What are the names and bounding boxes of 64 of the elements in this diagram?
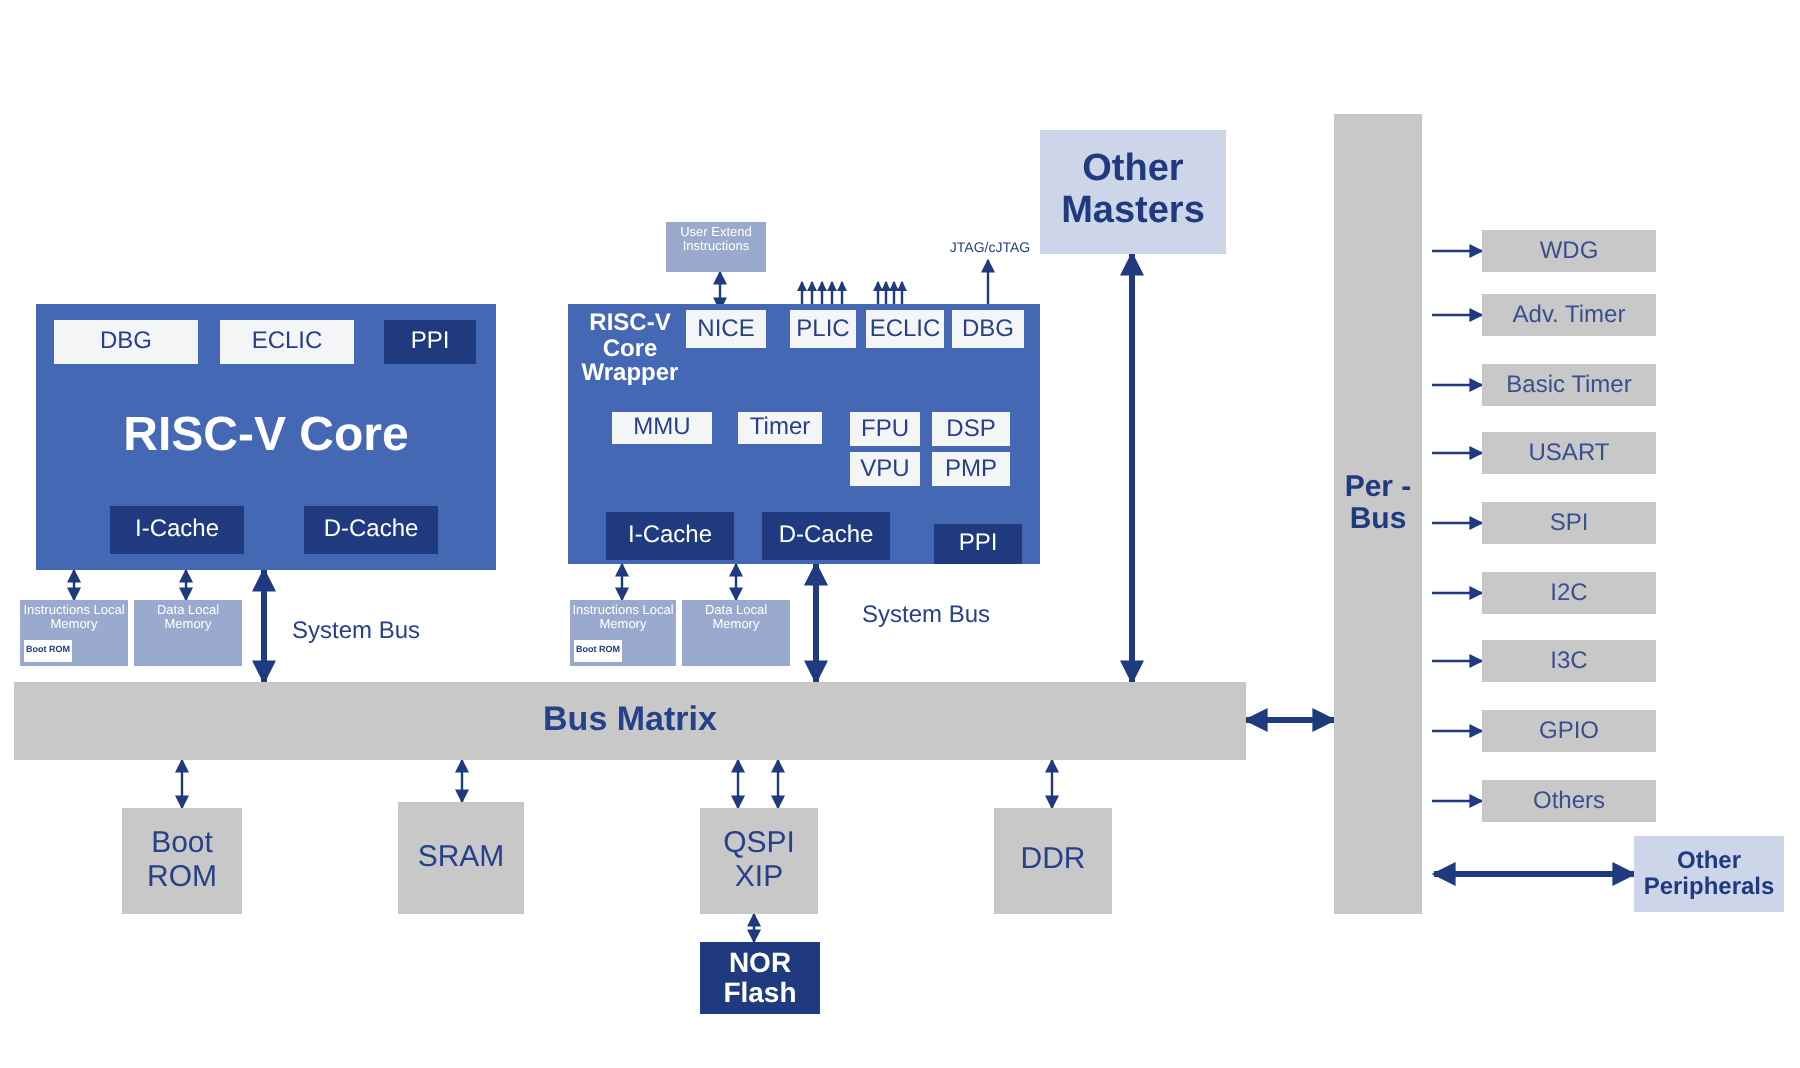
arrow xyxy=(1432,446,1484,460)
arrow xyxy=(67,568,81,602)
peripheral-block: SPI xyxy=(1482,502,1656,544)
peripheral-block: GPIO xyxy=(1482,710,1656,752)
module-block: MMU xyxy=(612,412,712,444)
arrow xyxy=(1045,758,1059,810)
module-block: DBG xyxy=(54,320,198,364)
arrow xyxy=(1432,378,1484,392)
bus-label: System Bus xyxy=(292,616,421,644)
arrow xyxy=(455,758,469,804)
arrow xyxy=(615,562,629,602)
module-block: VPU xyxy=(850,452,920,486)
peripheral-block: Adv. Timer xyxy=(1482,294,1656,336)
module-block: I-Cache xyxy=(606,512,734,560)
module-block: ECLIC xyxy=(220,320,354,364)
arrow xyxy=(1432,308,1484,322)
bus-matrix-bar: Bus Matrix xyxy=(14,682,1246,760)
peripheral-block: I2C xyxy=(1482,572,1656,614)
module-block: ECLIC xyxy=(866,310,944,348)
arrow xyxy=(771,758,785,810)
arrow xyxy=(1120,251,1144,685)
peripheral-block: Basic Timer xyxy=(1482,364,1656,406)
memory-controller-block: SRAM xyxy=(398,802,524,914)
arrow xyxy=(1243,708,1337,732)
module-block: PPI xyxy=(384,320,476,364)
arrow xyxy=(1432,654,1484,668)
peripheral-block: USART xyxy=(1482,432,1656,474)
arrow xyxy=(1431,862,1637,886)
master-block: Other Masters xyxy=(1040,130,1226,254)
core-wrapper-block: RISC-V Core Wrapper NICE PLIC ECLIC DBG MMU Timer FPU DSP VPU PMP I-Cache D-Cache PPI xyxy=(568,304,1040,564)
peripheral-block: I3C xyxy=(1482,640,1656,682)
arrow xyxy=(729,562,743,602)
flash-block: NOR Flash xyxy=(700,942,820,1014)
core-block: DBG ECLIC PPI RISC-V Core I-Cache D-Cache xyxy=(36,304,496,570)
arrow xyxy=(747,912,761,944)
module-block: FPU xyxy=(850,412,920,446)
peripheral-block: Others xyxy=(1482,780,1656,822)
arrow xyxy=(1432,724,1484,738)
arrow xyxy=(1432,516,1484,530)
arrow xyxy=(1432,244,1484,258)
memory-controller-block: DDR xyxy=(994,808,1112,914)
arrow xyxy=(179,568,193,602)
module-block: PPI xyxy=(934,524,1022,564)
memory-controller-block: QSPI XIP xyxy=(700,808,818,914)
arrow xyxy=(731,758,745,810)
module-block: PMP xyxy=(932,452,1010,486)
peripheral-bus-bar: Per - Bus xyxy=(1334,114,1422,914)
arrow xyxy=(1432,586,1484,600)
peripheral-block: WDG xyxy=(1482,230,1656,272)
module-block: NICE xyxy=(686,310,766,348)
module-block: PLIC xyxy=(790,310,856,348)
arrow xyxy=(252,567,276,685)
module-block: Timer xyxy=(738,412,822,444)
bus-label: System Bus xyxy=(862,600,991,628)
module-block: I-Cache xyxy=(110,506,244,554)
module-block: DBG xyxy=(952,310,1024,348)
module-block: D-Cache xyxy=(304,506,438,554)
arrow xyxy=(175,758,189,810)
memory-controller-block: Boot ROM xyxy=(122,808,242,914)
arrow xyxy=(804,561,828,685)
module-block: DSP xyxy=(932,412,1010,446)
peripheral-block: Other Peripherals xyxy=(1634,836,1784,912)
module-block: D-Cache xyxy=(762,512,890,560)
arrow xyxy=(1432,794,1484,808)
